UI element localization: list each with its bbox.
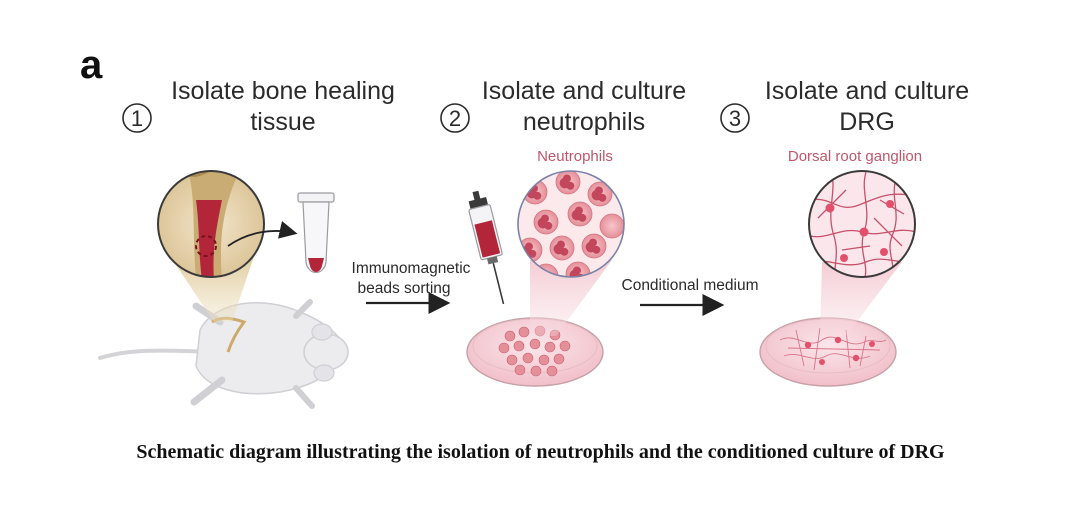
arrow-label: Immunomagnetic: [352, 260, 471, 277]
microcentrifuge-tube: [297, 192, 335, 274]
petri-dish-drg: [759, 317, 897, 387]
arrow-label: beads sorting: [357, 280, 450, 297]
neutrophils-label: Neutrophils: [537, 148, 613, 165]
petri-dish-neutrophils: [466, 317, 604, 387]
figure-caption: Schematic diagram illustrating the isola…: [136, 441, 945, 463]
drg-label: Dorsal root ganglion: [788, 148, 922, 165]
step-1-header: 1 Isolate bone healing tissue: [122, 77, 395, 136]
magnifier-cone: [530, 260, 612, 336]
step-number-circle: [720, 103, 750, 133]
panel-letter: a: [80, 43, 103, 87]
step-number-circle: [440, 103, 470, 133]
curved-arrow-to-tube: [227, 221, 298, 247]
syringe: [468, 190, 505, 305]
step-title: Isolate and culture: [765, 77, 969, 105]
step-number: 3: [729, 106, 741, 131]
drg-magnifier: [808, 170, 916, 278]
step-2-header: 2 Isolate and culture neutrophils Neutro…: [440, 77, 686, 165]
step-title: Isolate bone healing: [171, 77, 395, 105]
bone-magnifier: [157, 170, 265, 278]
arrow-label: Conditional medium: [622, 277, 759, 294]
step-3-header: 3 Isolate and culture DRG Dorsal root ga…: [720, 77, 969, 165]
step-number: 1: [131, 106, 143, 131]
mouse-illustration: [98, 299, 349, 409]
step-title: Isolate and culture: [482, 77, 686, 105]
step-title: tissue: [250, 108, 315, 136]
magnifier-cone: [820, 262, 902, 336]
step-number: 2: [449, 106, 461, 131]
step-title: DRG: [839, 108, 895, 136]
step-number-circle: [122, 103, 152, 133]
step-title: neutrophils: [523, 108, 645, 136]
